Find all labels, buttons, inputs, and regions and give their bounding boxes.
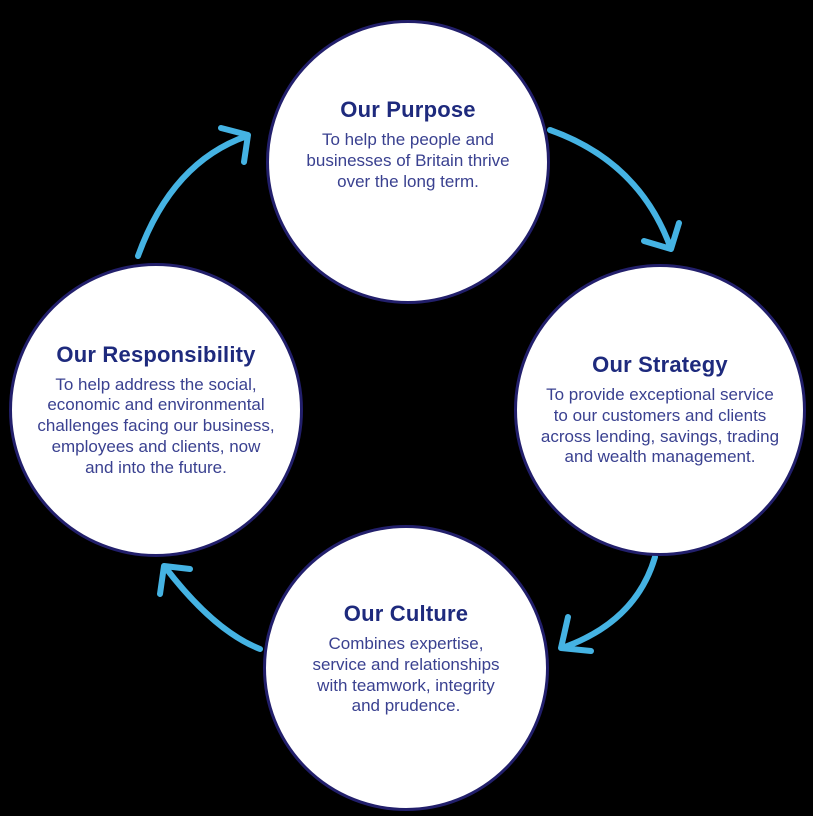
node-our-responsibility: Our Responsibility To help address the s…: [9, 263, 303, 557]
node-our-strategy: Our Strategy To provide exceptional serv…: [514, 264, 806, 556]
node-title-purpose: Our Purpose: [340, 97, 476, 123]
node-our-purpose: Our Purpose To help the people and busin…: [266, 20, 550, 304]
node-our-culture: Our Culture Combines expertise, service …: [263, 525, 549, 811]
node-body-responsibility: To help address the social, economic and…: [37, 374, 275, 477]
node-body-strategy: To provide exceptional service to our cu…: [540, 385, 780, 467]
arrow-strategy-to-culture: [558, 554, 658, 654]
arrow-purpose-to-strategy: [547, 127, 682, 252]
node-title-culture: Our Culture: [343, 601, 469, 627]
node-title-responsibility: Our Responsibility: [56, 341, 256, 367]
arrow-culture-to-responsibility: [157, 563, 263, 652]
node-body-culture: Combines expertise, service and relation…: [312, 634, 500, 716]
arrow-responsibility-to-purpose: [135, 125, 251, 259]
node-title-strategy: Our Strategy: [592, 352, 728, 378]
node-body-purpose: To help the people and businesses of Bri…: [306, 130, 510, 191]
